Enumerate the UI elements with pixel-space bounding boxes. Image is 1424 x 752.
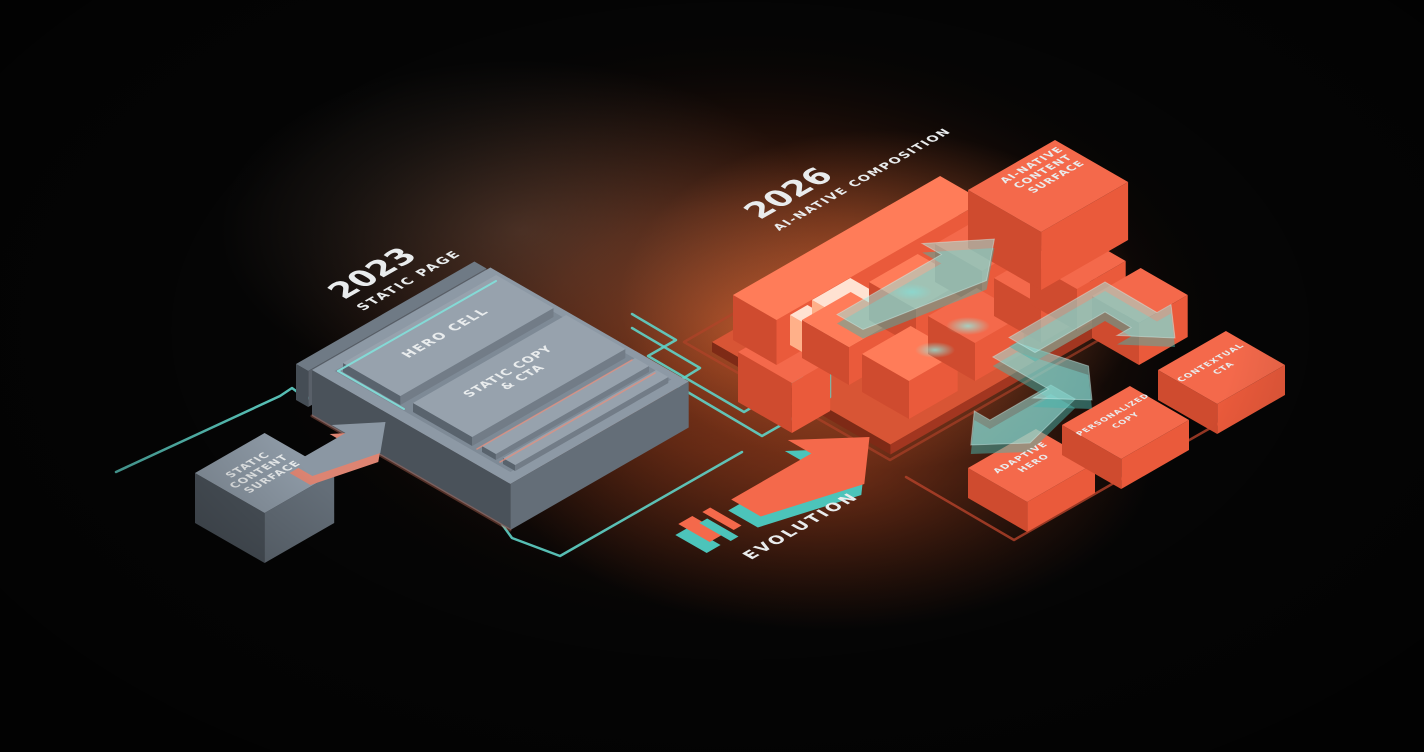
teal-gap-glow xyxy=(946,317,990,335)
teal-gap-glow xyxy=(915,342,955,358)
static-page-back-slab-left-face xyxy=(296,364,309,407)
